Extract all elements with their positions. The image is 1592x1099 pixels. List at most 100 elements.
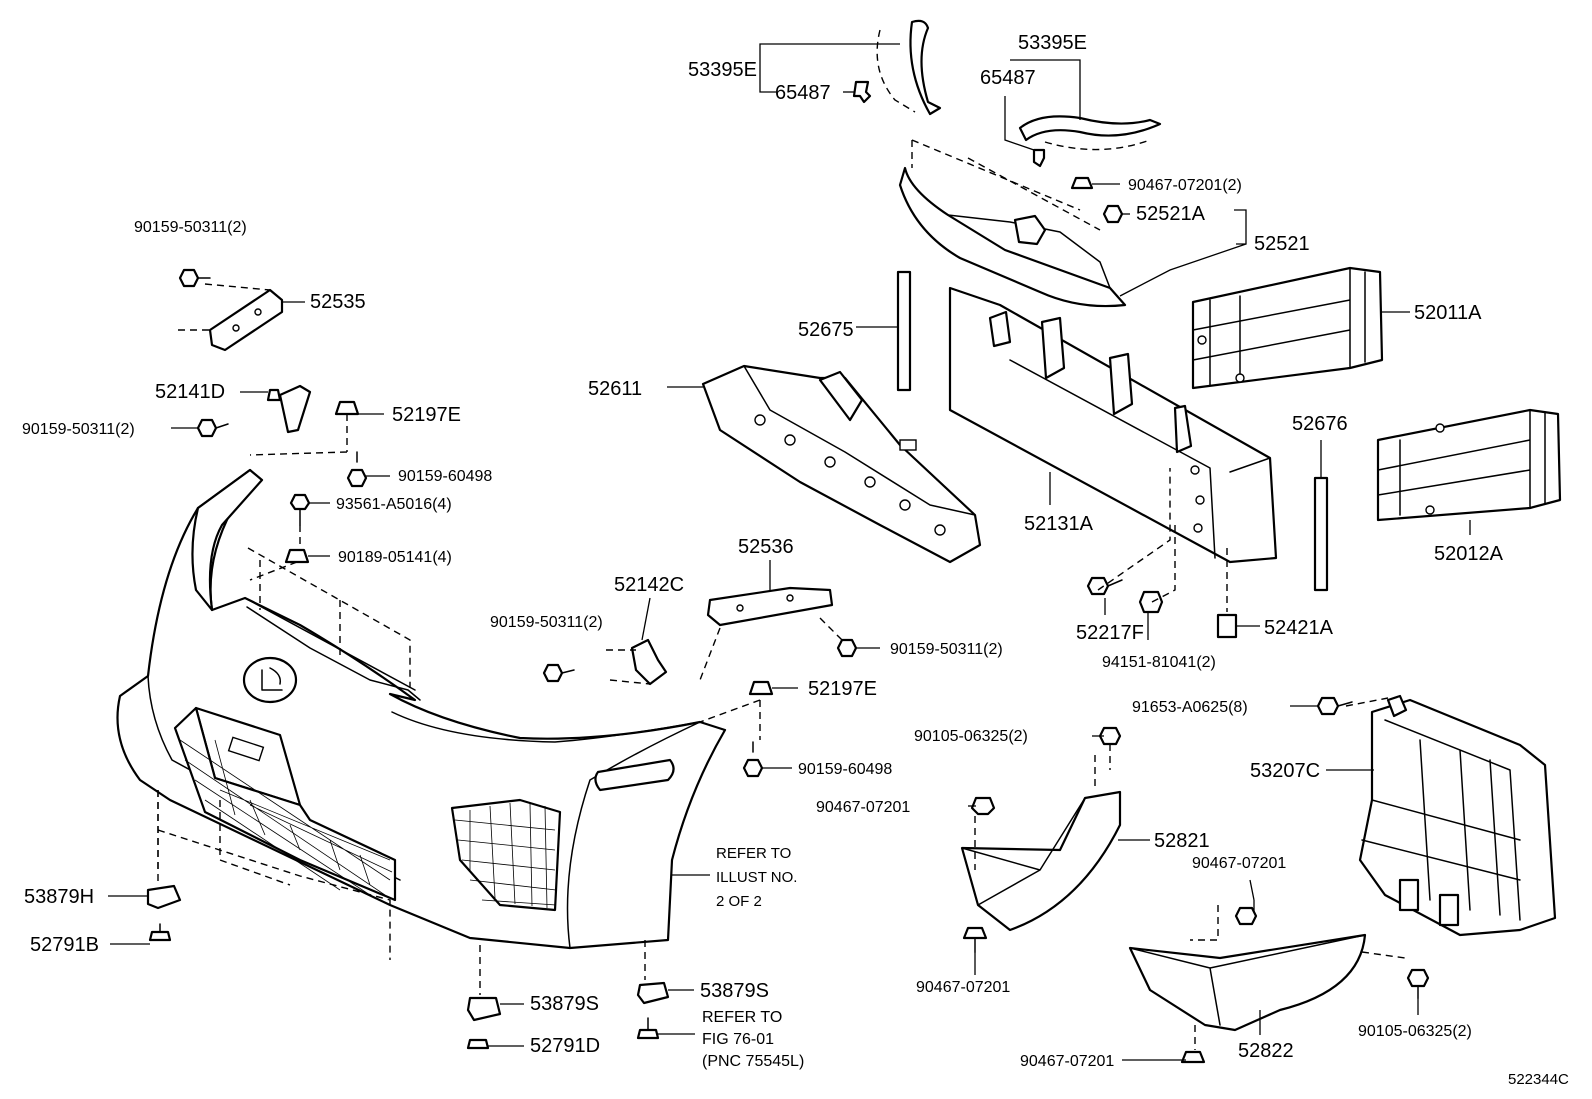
- bolt-90159-60498-b: [742, 741, 764, 778]
- bolt-90159-50311-d: [836, 638, 858, 658]
- label-90467-07201-c: 90467-07201: [916, 979, 1010, 996]
- bracket-52536: [706, 586, 834, 627]
- duct-52821: [960, 755, 1122, 932]
- label-52676: 52676: [1292, 413, 1348, 435]
- note-line: (PNC 75545L): [702, 1053, 804, 1070]
- bolt-90159-50311-a: [178, 268, 211, 288]
- bracket-52535: [178, 283, 284, 352]
- bolt-52217f: [1086, 576, 1123, 596]
- leader-lines: [108, 43, 1471, 1061]
- label-52821: 52821: [1154, 830, 1210, 852]
- label-52011a: 52011A: [1414, 302, 1482, 324]
- label-90159-60498-b: 90159-60498: [798, 761, 892, 778]
- part-labels: 53395E 65487 53395E 65487 90467-07201(2)…: [22, 32, 1504, 1070]
- screw-75545l: [636, 1017, 660, 1040]
- note-line: ILLUST NO.: [716, 869, 797, 886]
- label-90159-50311-2a: 90159-50311(2): [134, 219, 247, 236]
- screw-52791b: [148, 923, 172, 942]
- bolt-90159-50311-c: [542, 663, 575, 683]
- dashed-fastener-paths: [157, 414, 1389, 1050]
- clip-65487-right: [1032, 148, 1046, 168]
- bracket-52142c: [606, 638, 668, 686]
- label-90189-05141-4: 90189-05141(4): [338, 549, 452, 566]
- bolt-90159-60498-a: [346, 451, 368, 488]
- note-line: 2 OF 2: [716, 893, 762, 910]
- label-52421a: 52421A: [1264, 617, 1334, 639]
- label-52131a: 52131A: [1024, 513, 1094, 535]
- label-52822: 52822: [1238, 1040, 1294, 1062]
- label-53879h: 53879H: [24, 886, 94, 908]
- label-52611: 52611: [588, 378, 642, 400]
- label-90159-60498-a: 90159-60498: [398, 468, 492, 485]
- label-65487-left: 65487: [775, 82, 831, 104]
- side-support-52012a: [1376, 408, 1562, 522]
- label-52791b: 52791B: [30, 934, 99, 956]
- label-52217f: 52217F: [1076, 622, 1144, 644]
- nut-94151: [1138, 590, 1164, 614]
- clip-53879s-b: [636, 981, 670, 1005]
- strip-52676: [1313, 476, 1329, 592]
- bumper-cover: [116, 468, 727, 960]
- label-90467-07201-2: 90467-07201(2): [1128, 177, 1242, 194]
- support-53207c: [1358, 694, 1557, 937]
- label-52197e-b: 52197E: [808, 678, 877, 700]
- label-90159-50311-2d: 90159-50311(2): [890, 641, 1003, 658]
- label-93561-a5016-4: 93561-A5016(4): [336, 496, 452, 513]
- duct-52822: [1128, 905, 1406, 1032]
- clip-90467-07201-2: [1070, 176, 1094, 190]
- label-90105-06325-2a: 90105-06325(2): [914, 728, 1028, 745]
- label-53395e-left: 53395E: [688, 59, 757, 81]
- label-52535: 52535: [310, 291, 366, 313]
- clip-65487-left: [852, 80, 872, 104]
- bolt-90159-50311-b: [196, 418, 229, 438]
- note-line: REFER TO: [702, 1009, 782, 1026]
- figure-code: 522344C: [1508, 1071, 1569, 1088]
- clip-52197e-a: [334, 400, 360, 416]
- label-52197e-a: 52197E: [392, 404, 461, 426]
- label-52521a: 52521A: [1136, 203, 1206, 225]
- side-support-52011a: [1191, 266, 1384, 390]
- screw-52791d: [466, 1038, 490, 1050]
- absorber-52131a: [948, 286, 1278, 564]
- label-52675: 52675: [798, 319, 854, 341]
- clip-90467-c: [1234, 906, 1258, 926]
- clip-90467-b: [962, 926, 988, 953]
- refer-note-fig: REFER TO FIG 76-01 (PNC 75545L): [702, 1009, 804, 1070]
- clip-53879s-a: [466, 996, 502, 1022]
- label-90467-07201-d: 90467-07201: [1020, 1053, 1114, 1070]
- note-line: REFER TO: [716, 845, 791, 862]
- nut-90189: [284, 548, 310, 564]
- clip-53879h: [146, 884, 182, 910]
- label-52536: 52536: [738, 536, 794, 558]
- clip-52141d-bolt: [266, 388, 282, 402]
- note-line: FIG 76-01: [702, 1031, 774, 1048]
- bracket-53395e-right: [1018, 115, 1162, 151]
- label-52521: 52521: [1254, 233, 1310, 255]
- label-53207c: 53207C: [1250, 760, 1320, 782]
- bolt-90105-b: [1406, 968, 1430, 999]
- refer-note-illust: REFER TO ILLUST NO. 2 OF 2: [716, 845, 797, 910]
- clip-52197e-b: [748, 680, 774, 696]
- label-90467-07201-a: 90467-07201: [816, 799, 910, 816]
- label-90467-07201-b: 90467-07201: [1192, 855, 1286, 872]
- bracket-52141d: [278, 384, 312, 434]
- label-94151-81041-2: 94151-81041(2): [1102, 654, 1216, 671]
- strip-52675: [896, 270, 912, 392]
- bracket-53395e-left: [876, 19, 942, 116]
- clip-90467-d: [1180, 1050, 1206, 1064]
- label-53879s-b: 53879S: [700, 980, 769, 1002]
- pad-52421a: [1216, 613, 1238, 639]
- label-53395e-right: 53395E: [1018, 32, 1087, 54]
- label-90159-50311-2b: 90159-50311(2): [22, 421, 135, 438]
- clip-90467-a: [970, 796, 996, 816]
- label-52142c: 52142C: [614, 574, 684, 596]
- label-65487-right: 65487: [980, 67, 1036, 89]
- label-91653-a0625-8: 91653-A0625(8): [1132, 699, 1248, 716]
- label-53879s-a: 53879S: [530, 993, 599, 1015]
- screw-93561: [289, 493, 311, 526]
- label-90159-50311-2c: 90159-50311(2): [490, 614, 603, 631]
- label-52141d: 52141D: [155, 381, 225, 403]
- absorber-52521: [898, 139, 1127, 308]
